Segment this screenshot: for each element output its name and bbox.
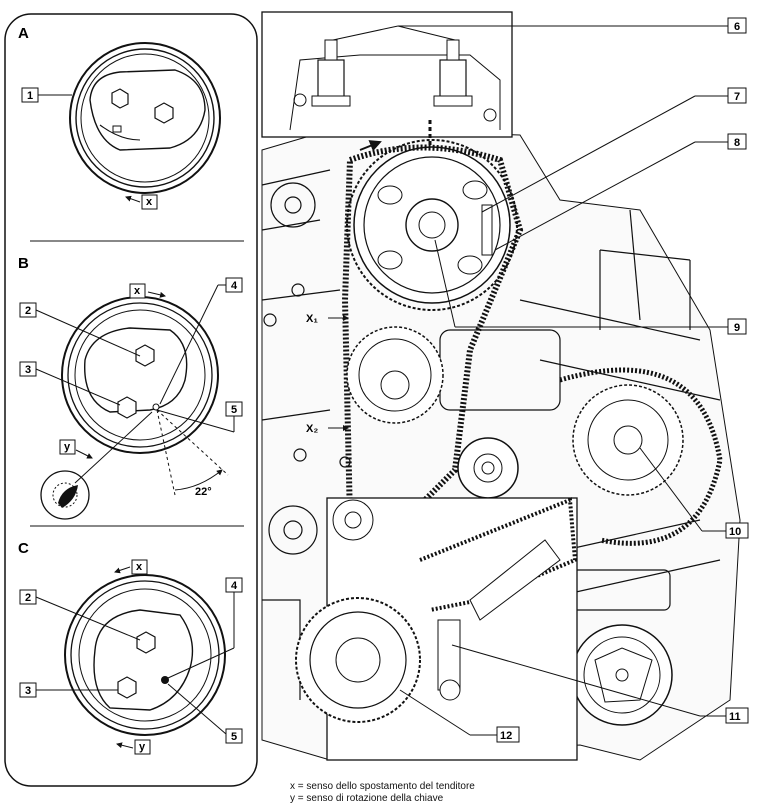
panel-c: C x 2 3 4 5 (18, 540, 243, 755)
svg-text:x: x (136, 561, 143, 573)
tensioner-roller (457, 437, 519, 499)
svg-text:6: 6 (734, 21, 740, 33)
callout-3-b: 3 (19, 361, 121, 406)
intermediate-sprocket (346, 326, 444, 424)
callout-2-b: 2 (19, 302, 141, 357)
svg-text:2: 2 (25, 305, 31, 317)
svg-text:7: 7 (734, 91, 740, 103)
inset-crankshaft (295, 497, 578, 761)
callout-5-c: 5 (167, 683, 243, 744)
svg-text:X₁: X₁ (306, 313, 318, 325)
timing-belt (337, 144, 524, 701)
svg-text:2: 2 (25, 592, 31, 604)
svg-text:x: x (146, 196, 153, 208)
svg-text:12: 12 (500, 730, 512, 742)
svg-text:y: y (139, 741, 146, 753)
legend-y-note: y = senso di rotazione della chiave (290, 793, 444, 804)
callout-y-b: y (59, 439, 93, 459)
callout-11: 11 (451, 644, 749, 724)
inset-cam-pins (261, 11, 513, 145)
svg-text:11: 11 (729, 711, 741, 723)
callout-1: 1 (21, 87, 72, 103)
svg-text:4: 4 (231, 280, 238, 292)
svg-text:9: 9 (734, 322, 740, 334)
callout-5-b: 5 (156, 401, 243, 433)
svg-text:1: 1 (27, 90, 33, 102)
callout-2-c: 2 (19, 589, 141, 641)
panel-a: A 1 x (18, 25, 221, 210)
callout-4-b: 4 (159, 277, 243, 405)
callout-6: 6 (332, 17, 747, 41)
mark-x1: X₁ (306, 313, 349, 325)
callout-7: 7 (481, 87, 747, 213)
callout-3-c: 3 (19, 682, 118, 698)
svg-text:3: 3 (25, 685, 31, 697)
panel-b: B x 2 3 4 5 (18, 255, 243, 520)
belt-direction-arrow (359, 140, 382, 152)
callout-x-b: x (129, 283, 166, 299)
svg-text:10: 10 (729, 526, 741, 538)
callout-x-c: x (114, 559, 148, 575)
panel-a-label: A (18, 25, 29, 42)
callout-8: 8 (494, 133, 747, 251)
callout-10: 10 (639, 447, 749, 539)
svg-text:5: 5 (231, 404, 237, 416)
callout-x-a: x (125, 194, 158, 210)
callout-12: 12 (399, 689, 520, 743)
svg-text:x: x (134, 285, 141, 297)
callout-9: 9 (434, 239, 747, 335)
svg-text:3: 3 (25, 364, 31, 376)
legend-x-note: x = senso dello spostamento del tenditor… (290, 781, 475, 792)
panel-c-label: C (18, 540, 29, 557)
svg-text:X₂: X₂ (306, 423, 318, 435)
mark-x2: X₂ (306, 423, 349, 435)
angle-label: 22° (195, 486, 212, 498)
aux-sprocket (559, 367, 723, 546)
svg-text:8: 8 (734, 137, 740, 149)
svg-text:y: y (64, 441, 71, 453)
svg-text:4: 4 (231, 580, 238, 592)
callout-y-c: y (116, 739, 151, 755)
callout-4-c: 4 (167, 577, 243, 679)
svg-text:5: 5 (231, 731, 237, 743)
water-pump (571, 624, 673, 726)
camshaft-sprocket (346, 139, 518, 311)
panel-b-label: B (18, 255, 29, 272)
